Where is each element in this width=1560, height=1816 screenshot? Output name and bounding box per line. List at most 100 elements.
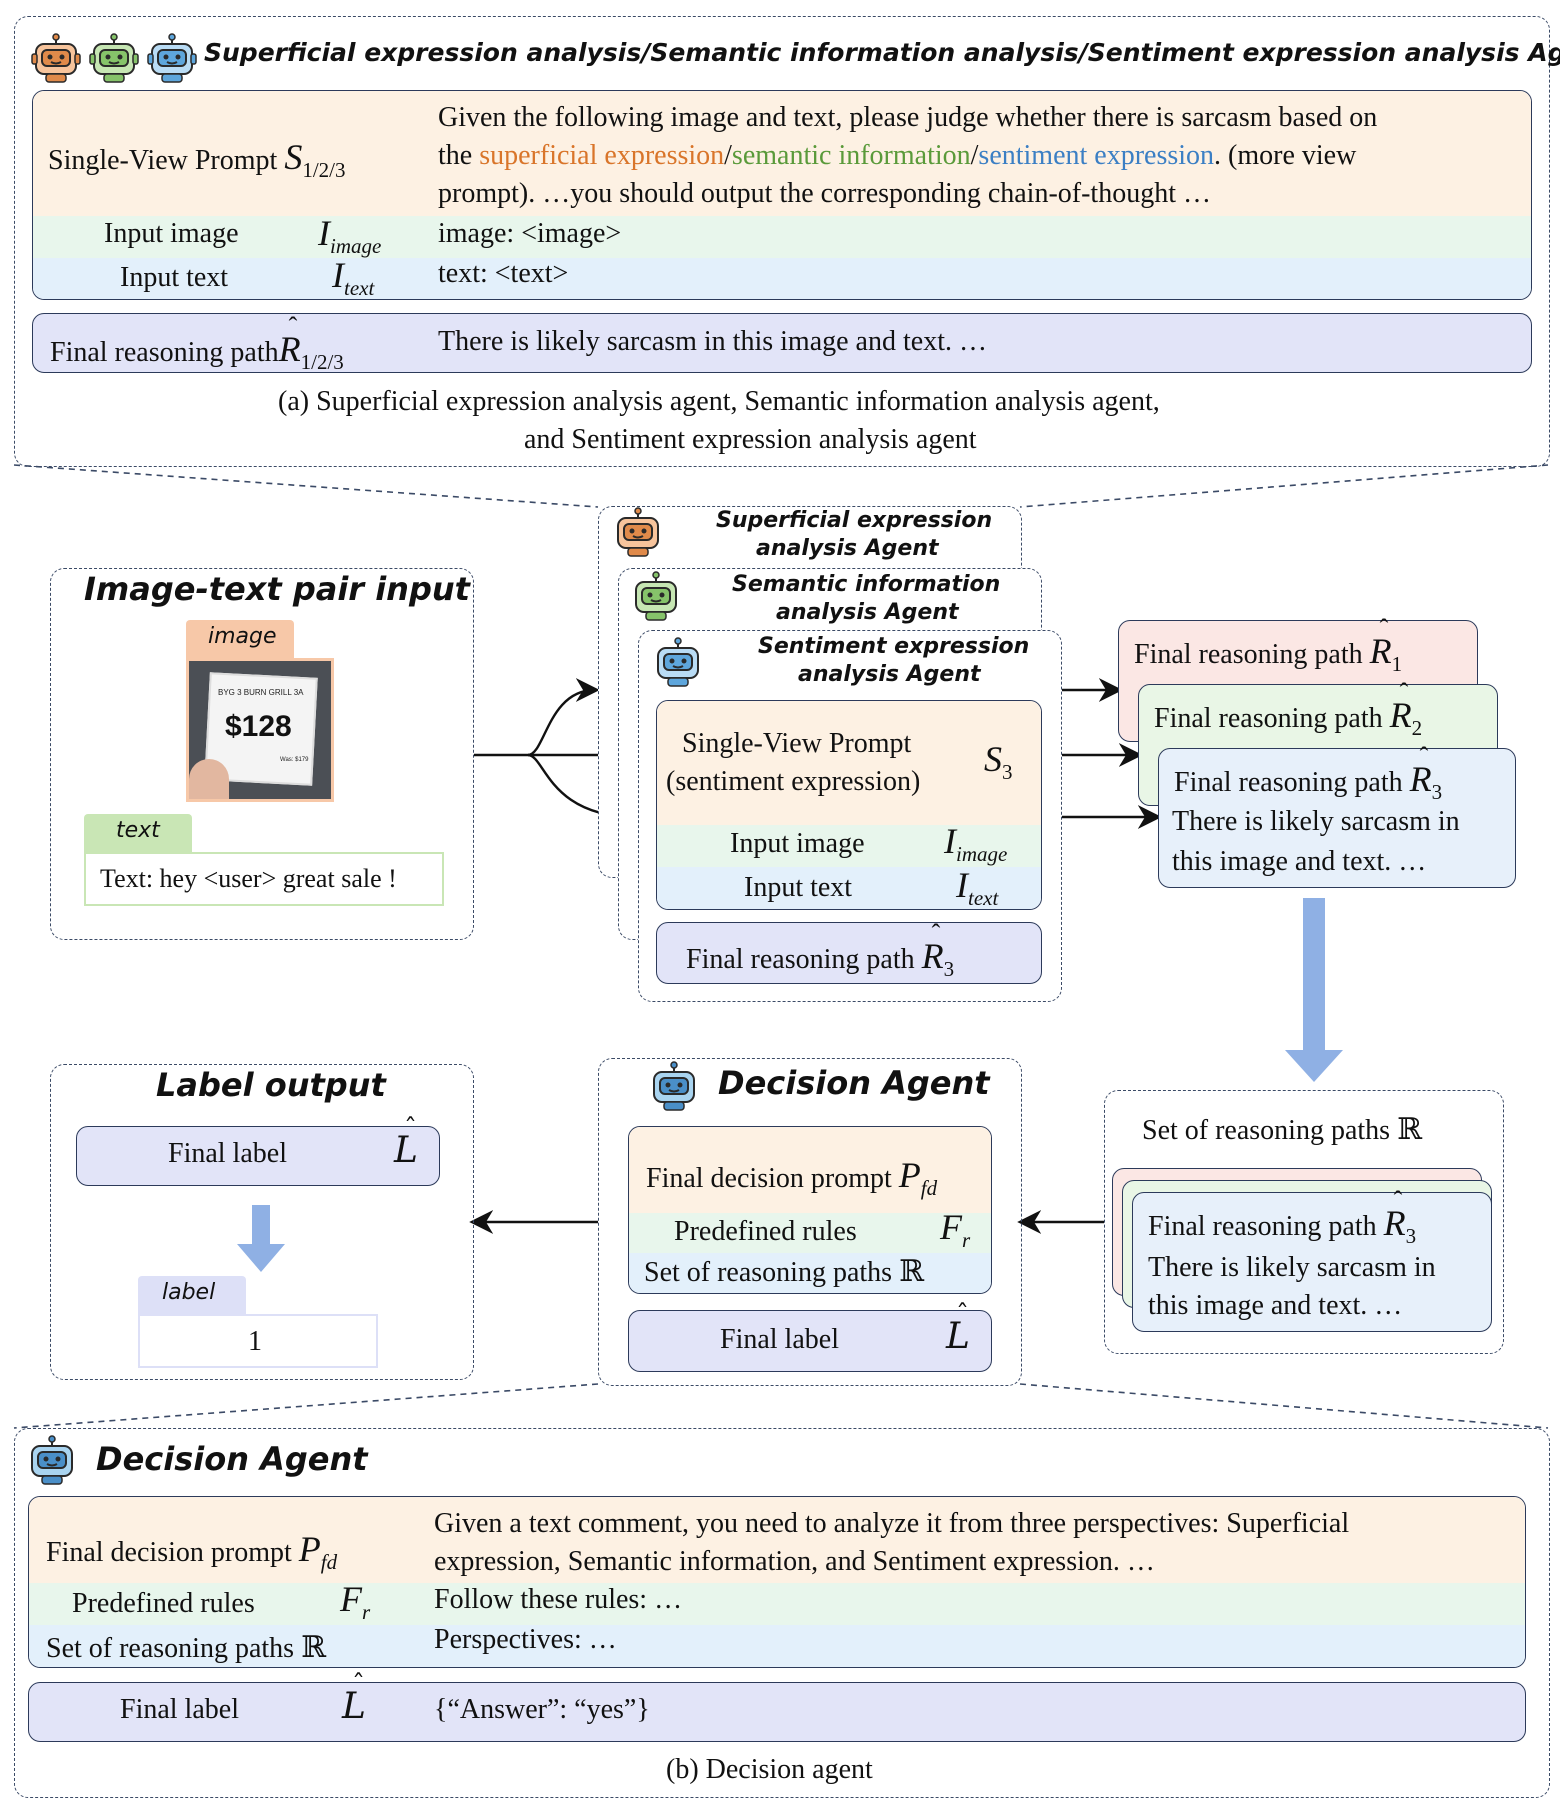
top-image-symbol: Iimage [318,213,382,258]
top-caption-1: (a) Superficial expression analysis agen… [278,386,1160,417]
robot-orange-icon [617,507,659,557]
top-prompt-label: Single-View Prompt S1/2/3 [48,137,346,182]
decision-mid-set-label: Set of reasoning paths ℝ [644,1254,924,1289]
robot-blue-icon [147,33,197,83]
label-final-block [76,1126,440,1186]
zoom-line-left [13,464,599,508]
bottom-prompt-text-1: Given a text comment, you need to analyz… [434,1508,1350,1539]
set-panel [1104,1090,1504,1354]
bottom-prompt-label: Final decision prompt Pfd [46,1529,338,1574]
top-prompt-text-1: Given the following image and text, plea… [438,102,1378,133]
bottom-rules-symbol: Fr [340,1579,371,1624]
input-text-value: Text: hey <user> great sale ! [100,864,397,893]
bottom-set-text: Perspectives: … [434,1624,617,1655]
set-panel-title: Set of reasoning paths ℝ [1142,1112,1422,1147]
top-final-label: Final reasoning pathR1/2/3 [50,312,344,375]
top-final-value: There is likely sarcasm in this image an… [438,326,987,357]
photo-price: $128 [225,710,292,743]
photo-small: Was: $179 [280,757,309,763]
agent3-title-1: Sentiment expression [758,634,1030,659]
top-text-value: text: <text> [438,258,569,289]
top-caption-2: and Sentiment expression analysis agent [524,424,977,455]
top-text-symbol: Itext [332,255,375,300]
input-panel-title: Image-text pair input [84,570,470,608]
image-tag [186,620,294,660]
decision-mid-rules-label: Predefined rules [674,1216,857,1247]
decision-mid-final-block [628,1310,992,1372]
top-image-value: image: <image> [438,218,622,249]
top-panel [14,16,1550,467]
agent1-title-2: analysis Agent [756,536,939,561]
image-tag-label: image [208,624,277,649]
label-panel [50,1064,474,1380]
input-panel [50,568,474,940]
bottom-final-symbol: L [342,1670,366,1727]
bottom-panel-title: Decision Agent [96,1440,368,1478]
label-final-symbol: L [394,1114,418,1171]
top-prompt-text-2: the superficial expression/semantic info… [438,140,1357,171]
bottom-prompt-block [28,1496,1526,1668]
bottom-rules-label: Predefined rules [72,1588,255,1619]
label-value: 1 [248,1326,262,1357]
top-final-symbol: R [279,312,301,370]
bottom-caption: (b) Decision agent [666,1754,873,1785]
top-panel-header: Superficial expression analysis/Semantic… [204,38,1560,67]
agent2-title-2: analysis Agent [776,600,959,625]
top-prompt-block [32,90,1532,300]
arrow-final-label-down [237,1205,285,1272]
path-card-3 [1158,748,1516,888]
set-card-text-2: this image and text. … [1148,1290,1403,1321]
robot-decision-icon [653,1061,695,1111]
label-panel-title: Label output [156,1066,386,1104]
robot-decision-icon [31,1435,73,1485]
input-text-box [84,852,444,906]
top-text-label: Input text [120,262,229,293]
agent3-final-block [656,922,1042,984]
bottom-final-text: {“Answer”: “yes”} [434,1694,650,1725]
input-photo [186,658,334,802]
label-tag-label: label [162,1280,216,1305]
agent3-prompt-line2: (sentiment expression) [666,766,921,797]
path-card-3-text-2: this image and text. … [1172,846,1427,877]
robot-blue-icon [657,637,699,687]
agent3-text-symbol: Itext [956,865,999,910]
agent3-prompt-symbol: S3 [984,739,1013,784]
path-card-3-label: Final reasoning path R3 [1174,742,1442,805]
decision-mid-title: Decision Agent [718,1064,990,1102]
label-tag [138,1276,246,1316]
bottom-set-label: Set of reasoning paths ℝ [46,1630,326,1665]
agent3-prompt-block [656,700,1042,910]
top-image-label: Input image [104,218,239,249]
arrow-input-top [527,678,600,757]
agent3-final-label: Final reasoning path R3 [686,919,954,982]
robot-orange-icon [31,33,81,83]
bottom-panel [14,1428,1550,1798]
agent1-title-1: Superficial expression [716,508,993,533]
agent3-title-2: analysis Agent [798,662,981,687]
top-prompt-text-3: prompt). …you should output the correspo… [438,178,1211,209]
agent3-text-label: Input text [744,872,853,903]
set-card-label: Final reasoning path R3 [1148,1186,1416,1249]
decision-mid-prompt-label: Final decision prompt Pfd [646,1155,938,1200]
agent3-prompt-line1: Single-View Prompt [682,728,912,759]
arrow-paths-to-set [1285,898,1343,1082]
agent3-image-symbol: Iimage [944,821,1008,866]
label-value-box [138,1314,378,1368]
zoom-line-bottom-left [13,1383,599,1429]
set-card-text-1: There is likely sarcasm in [1148,1252,1436,1283]
set-card-front [1132,1192,1492,1332]
bottom-final-label: Final label [120,1694,239,1725]
path-card-2-label: Final reasoning path R2 [1154,678,1422,741]
robot-green-icon [89,33,139,83]
bottom-final-block [28,1682,1526,1742]
decision-mid-final-symbol: L [946,1300,970,1357]
path-card-1-label: Final reasoning path R1 [1134,614,1402,677]
decision-mid-final-label: Final label [720,1324,839,1355]
label-final-label: Final label [168,1138,287,1169]
bottom-rules-text: Follow these rules: … [434,1584,683,1615]
robot-green-icon [635,571,677,621]
decision-mid-prompt-block [628,1126,992,1294]
top-prompt-symbol: S [284,137,303,177]
bottom-prompt-text-2: expression, Semantic information, and Se… [434,1546,1155,1577]
zoom-line-bottom-right [1019,1383,1549,1429]
